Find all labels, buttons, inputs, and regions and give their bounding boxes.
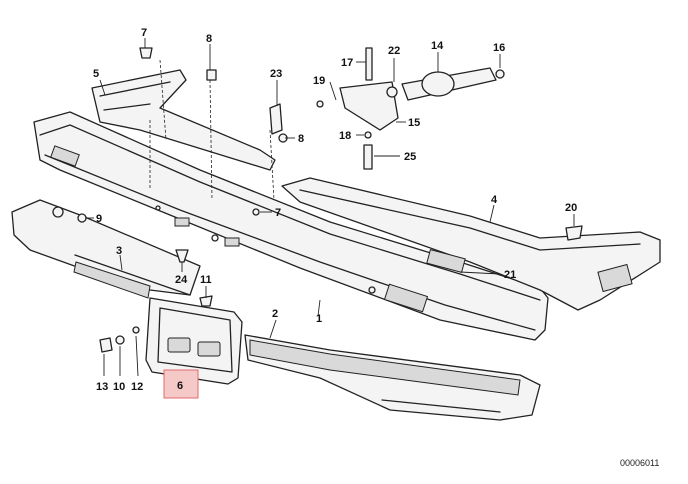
fasteners — [52, 47, 583, 353]
callout-22: 22 — [388, 45, 400, 57]
callout-16: 16 — [493, 42, 505, 54]
callout-8-top: 8 — [206, 33, 212, 45]
callout-8-mid: 8 — [298, 133, 304, 145]
callouts: 7 8 5 23 8 19 17 22 14 16 15 18 25 7 9 3… — [93, 27, 577, 393]
callout-25: 25 — [404, 151, 416, 163]
callout-20: 20 — [565, 202, 577, 214]
callout-21: 21 — [504, 269, 516, 281]
part-5-upper-trim — [91, 69, 276, 171]
callout-12: 12 — [131, 381, 143, 393]
part-2-right-strip — [244, 334, 541, 421]
highlight-box — [163, 369, 199, 399]
callout-19: 19 — [313, 75, 325, 87]
callout-7-top: 7 — [141, 27, 147, 39]
callout-1: 1 — [316, 313, 322, 325]
callout-15: 15 — [408, 117, 420, 129]
leader-lines — [86, 38, 575, 377]
callout-2: 2 — [272, 308, 278, 320]
callout-13: 13 — [96, 381, 108, 393]
part-6-plate-bracket — [145, 297, 243, 385]
callout-4: 4 — [491, 194, 498, 206]
callout-3: 3 — [116, 245, 122, 257]
callout-24: 24 — [175, 274, 188, 286]
part-4-bumper-cover — [281, 177, 661, 311]
callout-6: 6 — [177, 380, 183, 392]
part-1-bumper-carrier — [33, 111, 549, 341]
mounting-bracket-assembly — [339, 47, 505, 131]
hidden-edge-lines — [149, 59, 275, 201]
callout-23: 23 — [270, 68, 282, 80]
callout-7-mid: 7 — [275, 207, 281, 219]
callout-17: 17 — [341, 57, 353, 69]
callout-5: 5 — [93, 68, 99, 80]
callout-9: 9 — [96, 213, 102, 225]
callout-14: 14 — [431, 40, 444, 52]
callout-18: 18 — [339, 130, 351, 142]
document-number: 00006011 — [620, 458, 659, 468]
callout-10: 10 — [113, 381, 125, 393]
callout-11: 11 — [200, 274, 212, 286]
